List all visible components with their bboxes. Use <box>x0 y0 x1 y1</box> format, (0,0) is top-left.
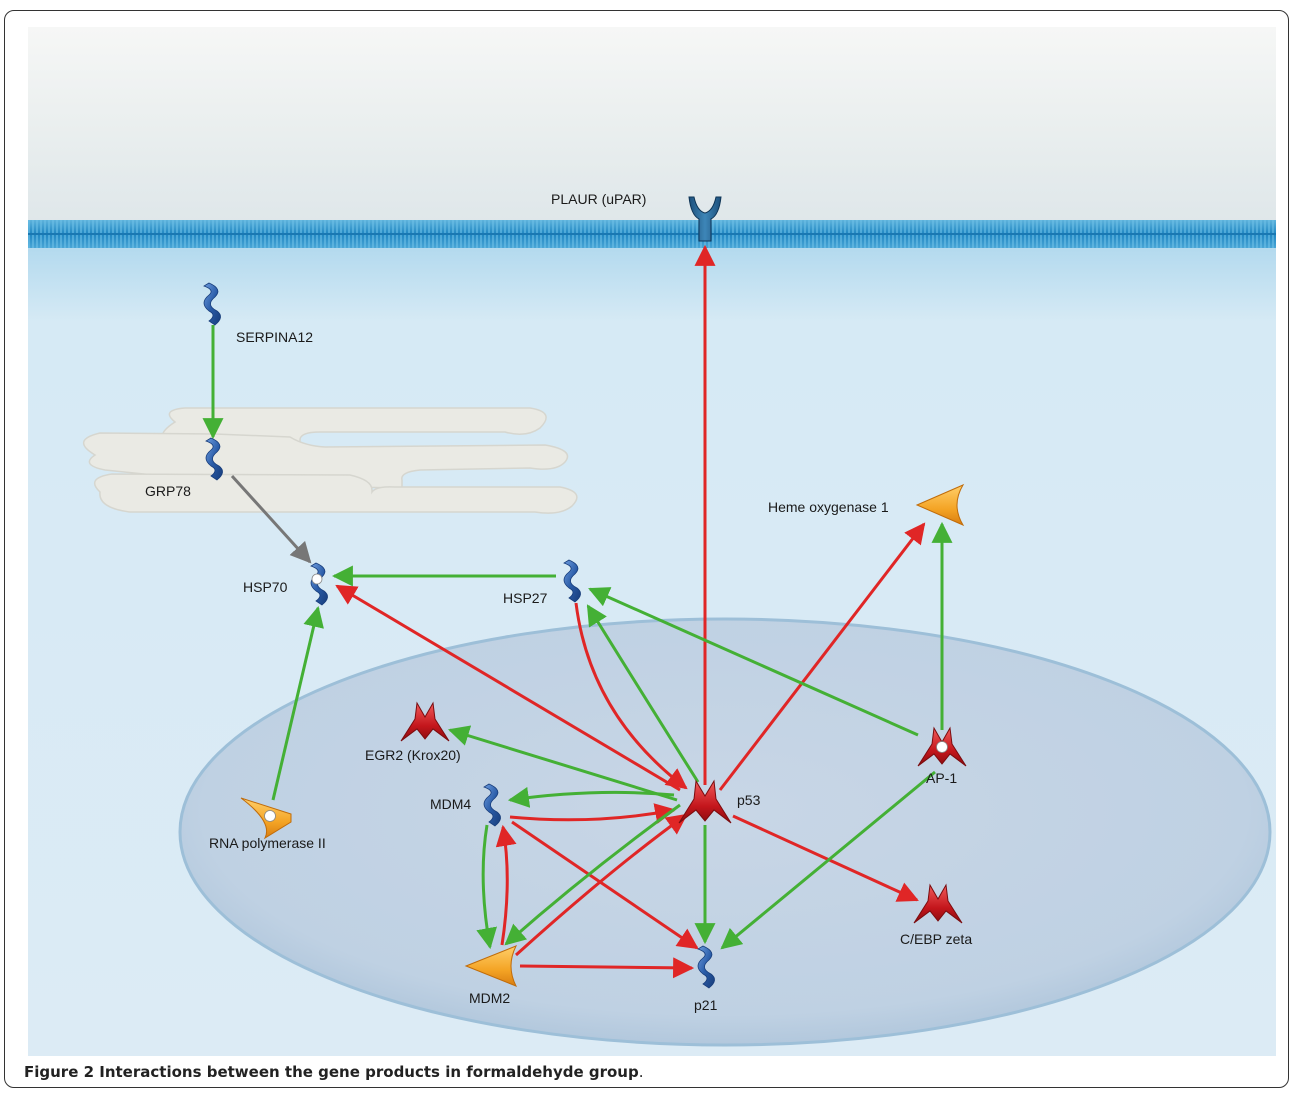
edge-mdm2-p53 <box>514 813 688 957</box>
label-serpina12: SERPINA12 <box>236 329 313 345</box>
receptor-y-icon <box>688 196 722 242</box>
edge-ap1-hsp27 <box>588 587 919 737</box>
interaction-edges <box>202 244 953 979</box>
label-cebp: C/EBP zeta <box>900 931 972 947</box>
transcription-factor-icon <box>917 726 967 767</box>
extracellular-region <box>28 27 1276 222</box>
label-grp78: GRP78 <box>145 483 191 499</box>
edge-p53-egr2 <box>447 725 678 802</box>
transcription-factor-icon <box>913 883 963 924</box>
label-rnapol: RNA polymerase II <box>209 835 326 851</box>
edge-rnapol-hsp70 <box>271 605 324 801</box>
nucleus <box>178 617 1272 1047</box>
label-heme: Heme oxygenase 1 <box>768 499 889 515</box>
endoplasmic-reticulum <box>83 407 578 514</box>
edge-p53-mdm2 <box>504 803 681 946</box>
protein-squiggle-icon <box>697 945 715 989</box>
edge-ap1-p21 <box>720 770 936 950</box>
node-labels: PLAUR (uPAR) SERPINA12 GRP78 HSP70 HSP27… <box>145 191 972 1013</box>
edge-mdm4-mdm2 <box>476 824 498 950</box>
figure-frame <box>4 10 1289 1088</box>
enzyme-wedge-icon <box>240 797 292 840</box>
edge-p53-hsp27 <box>586 604 700 783</box>
protein-squiggle-icon <box>203 282 221 326</box>
edge-hsp27-p53 <box>574 602 688 790</box>
caption-title: Figure 2 Interactions between the gene p… <box>24 1063 639 1081</box>
edge-p53-hsp70 <box>335 584 681 792</box>
label-p53: p53 <box>737 792 761 808</box>
edge-mdm4-p21 <box>511 820 699 950</box>
label-mdm4: MDM4 <box>430 796 471 812</box>
label-egr2: EGR2 (Krox20) <box>365 747 461 763</box>
edge-p53-cebp <box>732 814 919 902</box>
protein-squiggle-icon <box>483 783 501 827</box>
enzyme-wedge-icon <box>915 483 965 527</box>
figure-caption: Figure 2 Interactions between the gene p… <box>24 1063 644 1081</box>
transcription-factor-icon <box>400 701 450 742</box>
edge-grp78-hsp70 <box>230 474 312 564</box>
edge-mdm2-mdm4 <box>495 824 517 946</box>
label-p21: p21 <box>694 997 718 1013</box>
label-mdm2: MDM2 <box>469 990 510 1006</box>
label-hsp70: HSP70 <box>243 579 288 595</box>
edge-mdm4-p53 <box>509 803 677 824</box>
protein-squiggle-icon <box>310 562 328 606</box>
label-ap1: AP-1 <box>926 770 957 786</box>
caption-end: . <box>638 1063 644 1081</box>
protein-squiggle-icon <box>205 437 223 481</box>
enzyme-wedge-icon <box>464 945 518 987</box>
edge-mdm2-p21 <box>519 957 695 979</box>
protein-squiggle-icon <box>563 559 581 603</box>
transcription-factor-icon <box>678 779 732 824</box>
edge-p53-mdm4 <box>507 786 675 808</box>
label-hsp27: HSP27 <box>503 590 548 606</box>
label-plaur: PLAUR (uPAR) <box>551 191 646 207</box>
edge-p53-heme <box>718 522 926 791</box>
